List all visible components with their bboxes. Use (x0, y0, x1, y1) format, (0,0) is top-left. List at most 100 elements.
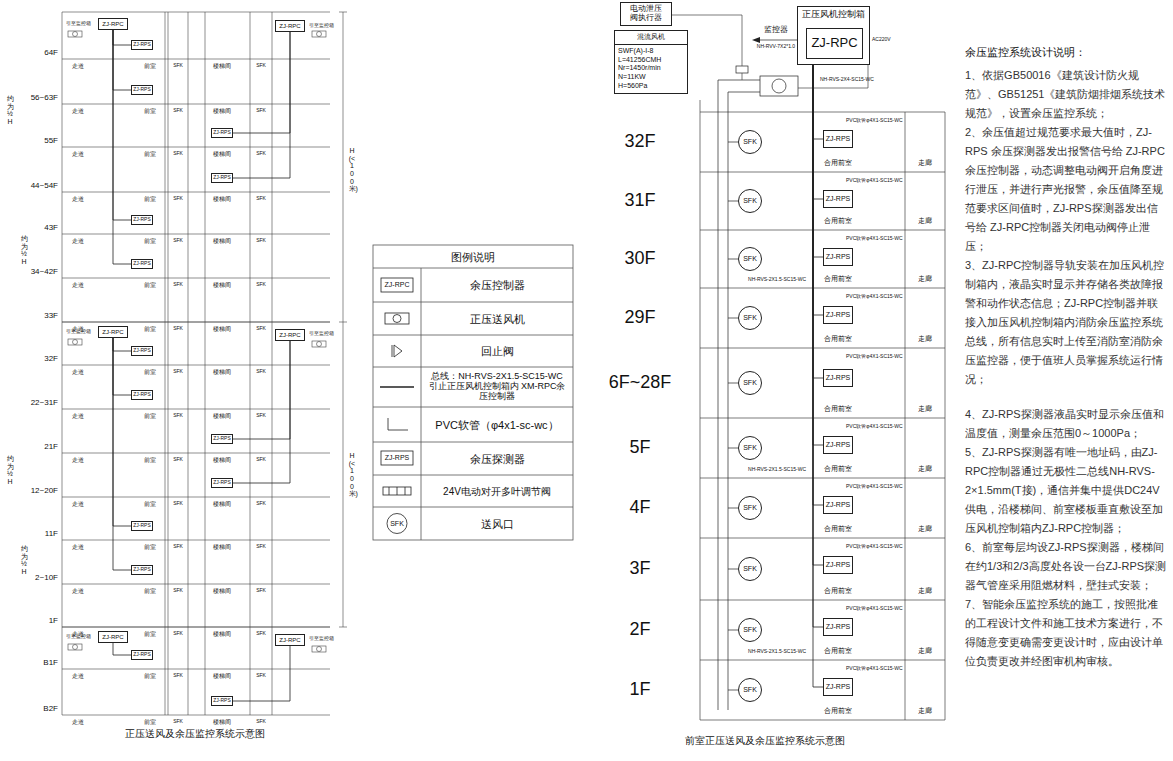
node-text: ZJ-RPS (826, 253, 851, 261)
bus-connector (113, 338, 131, 351)
detector-box: ZJ-RPS (211, 434, 233, 444)
dimension-label: H(<100米) (349, 147, 356, 193)
node-text: SFK (743, 379, 757, 387)
room-label: 楼梯间 (213, 326, 231, 333)
legend-title: 图例说明 (451, 251, 495, 263)
bus-connector (233, 646, 290, 701)
node-text: ZJ-RPS (826, 374, 851, 382)
floor-label: 55F (44, 137, 58, 146)
bus-connector (233, 341, 290, 439)
room-label: 合用前室 (824, 707, 852, 715)
detector-box: ZJ-RPS (823, 130, 853, 148)
outlet-label: SFK (256, 108, 266, 114)
detector-box: ZJ-RPS (131, 259, 153, 269)
node-text: SFK (743, 626, 757, 634)
node-text: SFK (743, 314, 757, 322)
outlet-label: SFK (256, 151, 266, 157)
pipe-note: PVC软管φ4X1-SC15-WC (846, 666, 903, 672)
note-paragraph: 2、余压值超过规范要求最大值时，ZJ-RPS 余压探测器发出报警信号给 ZJ-R… (965, 123, 1168, 256)
floor-label: 21F (44, 443, 58, 452)
outlet-branches (728, 142, 738, 690)
floor-label: B2F (43, 705, 58, 714)
power-label: AC220V (872, 37, 891, 43)
node-text: ZJ-RPS (826, 135, 851, 143)
bus-connector (113, 643, 131, 655)
wall-lines (62, 12, 272, 715)
room-label: 走道 (72, 719, 84, 726)
room-label: 走道 (72, 501, 84, 508)
outlet-label: SFK (256, 631, 266, 637)
node-text: Nr=1450r/min (618, 64, 684, 73)
lead-note: 引至监控箱 (66, 21, 91, 27)
pipe-note: PVC软管φ4X1-SC15-WC (846, 178, 903, 184)
node-text: ZJ-RPS (826, 441, 851, 449)
room-label: 走道 (72, 63, 84, 70)
detector-box: ZJ-RPS (211, 478, 233, 488)
outlet-label: SFK (256, 501, 266, 507)
outlet-label: SFK (256, 588, 266, 594)
detector-box: ZJ-RPS (823, 248, 853, 266)
controller-box: ZJ-RPC (98, 326, 128, 338)
node-text: ZJ-RPS (133, 523, 151, 529)
outlet-circle: SFK (738, 496, 762, 520)
damper-sample (389, 487, 405, 495)
room-label: 楼梯间 (213, 588, 231, 595)
outlet-label: SFK (173, 151, 183, 157)
detector-sample (381, 451, 413, 465)
legend-text: 送风口 (481, 517, 514, 529)
room-label: 走道 (72, 673, 84, 680)
legend-text: 正压送风机 (470, 312, 525, 324)
floor-label: 56~63F (31, 94, 58, 103)
legend-text: 24V电动对开多叶调节阀 (443, 486, 551, 497)
node-text: ZJ-RPS (826, 501, 851, 509)
room-label: 前室 (144, 326, 156, 333)
room-label: 走廊 (918, 217, 932, 225)
lead-note: 引至监控箱 (309, 23, 334, 29)
fan-symbol (312, 341, 326, 347)
floor-label: 32F (624, 132, 655, 152)
fan-symbol (317, 342, 322, 347)
room-label: 走廊 (918, 405, 932, 413)
room-label: 走廊 (918, 587, 932, 595)
outlet-circle: SFK (738, 130, 762, 154)
legend-sample: ZJ-RPC (385, 281, 410, 289)
detector-box: ZJ-RPS (131, 215, 153, 225)
pipe-note: PVC软管φ4X1-SC15-WC (846, 484, 903, 490)
node-text: ZJ-RPC (811, 36, 857, 50)
node-text: ZJ-RPS (213, 175, 231, 181)
room-label: 楼梯间 (213, 544, 231, 551)
room-label: 合用前室 (824, 335, 852, 343)
detector-box: ZJ-RPS (131, 346, 153, 356)
outlet-label: SFK (256, 719, 266, 725)
node-text: SWF(A)-I-8 (618, 47, 684, 56)
legend-text: 总线：NH-RVS-2X1.5-SC15-WC 引止正压风机控制箱内 XM-RP… (427, 372, 567, 402)
fan-symbol (68, 339, 82, 345)
cable-label: NH-RVS-2X1.5-SC15-WC (748, 649, 806, 655)
node-text: SFK (743, 138, 757, 146)
room-label: 前室 (144, 544, 156, 551)
monitor-label: 监控器 (764, 26, 788, 35)
cable-label: NH-RVS-2X1.5-SC15-WC (748, 277, 806, 283)
detector-box: ZJ-RPS (211, 696, 233, 706)
fan-symbol (68, 644, 82, 650)
room-label: 走道 (72, 544, 84, 551)
pipe-note: PVC软管φ4X1-SC15-WC (846, 544, 903, 550)
cable-label: NH-RVS-2X1.5-SC15-WC (748, 467, 806, 473)
note-paragraph: 6、前室每层均设ZJ-RPS探测器，楼梯间在约1/3和2/3高度处各设一台ZJ-… (965, 538, 1168, 595)
room-label: 楼梯间 (213, 457, 231, 464)
room-label: 合用前室 (824, 217, 852, 225)
wall-lines (700, 100, 945, 720)
detector-box: ZJ-RPS (823, 369, 853, 387)
outlet-circle: SFK (738, 678, 762, 702)
pipe-note: PVC软管φ4X1-SC15-WC (846, 118, 903, 124)
bus-connector (813, 59, 823, 627)
room-label: 走道 (72, 369, 84, 376)
room-label: 走廊 (918, 525, 932, 533)
node-text: ZJ-RPS (213, 436, 231, 442)
outlet-label: SFK (256, 544, 266, 550)
room-label: 楼梯间 (213, 108, 231, 115)
outlet-label: SFK (256, 238, 266, 244)
node-text: ZJ-RPS (213, 130, 231, 136)
room-label: 前室 (144, 63, 156, 70)
